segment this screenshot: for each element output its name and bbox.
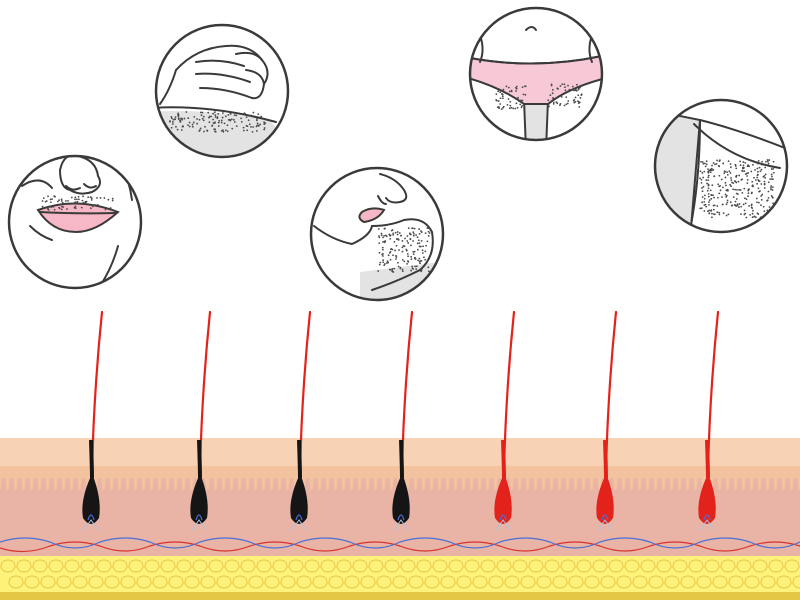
face-chin-icon <box>309 166 445 302</box>
hair-follicle-1 <box>82 310 104 531</box>
stubble-dots <box>547 83 583 108</box>
stubble-dots <box>495 85 527 111</box>
stubble-dots <box>377 227 431 273</box>
stubble-dots <box>169 111 267 133</box>
hair-follicle-7 <box>698 310 720 531</box>
hand-forearm-icon <box>154 23 290 159</box>
fat-cells <box>0 559 800 589</box>
stubble-dots <box>41 195 114 211</box>
hair-follicle-2 <box>190 310 212 531</box>
hair-follicles <box>82 310 720 531</box>
hair-follicle-3 <box>290 310 312 531</box>
blood-vessels <box>0 537 800 553</box>
underarm-icon <box>653 98 789 234</box>
hair-follicle-4 <box>392 310 414 531</box>
face-upper-lip-icon <box>7 154 143 290</box>
hair-follicle-5 <box>494 310 516 531</box>
stubble-dots <box>699 159 775 219</box>
bikini-line-icon <box>468 6 604 142</box>
hair-follicle-6 <box>596 310 618 531</box>
